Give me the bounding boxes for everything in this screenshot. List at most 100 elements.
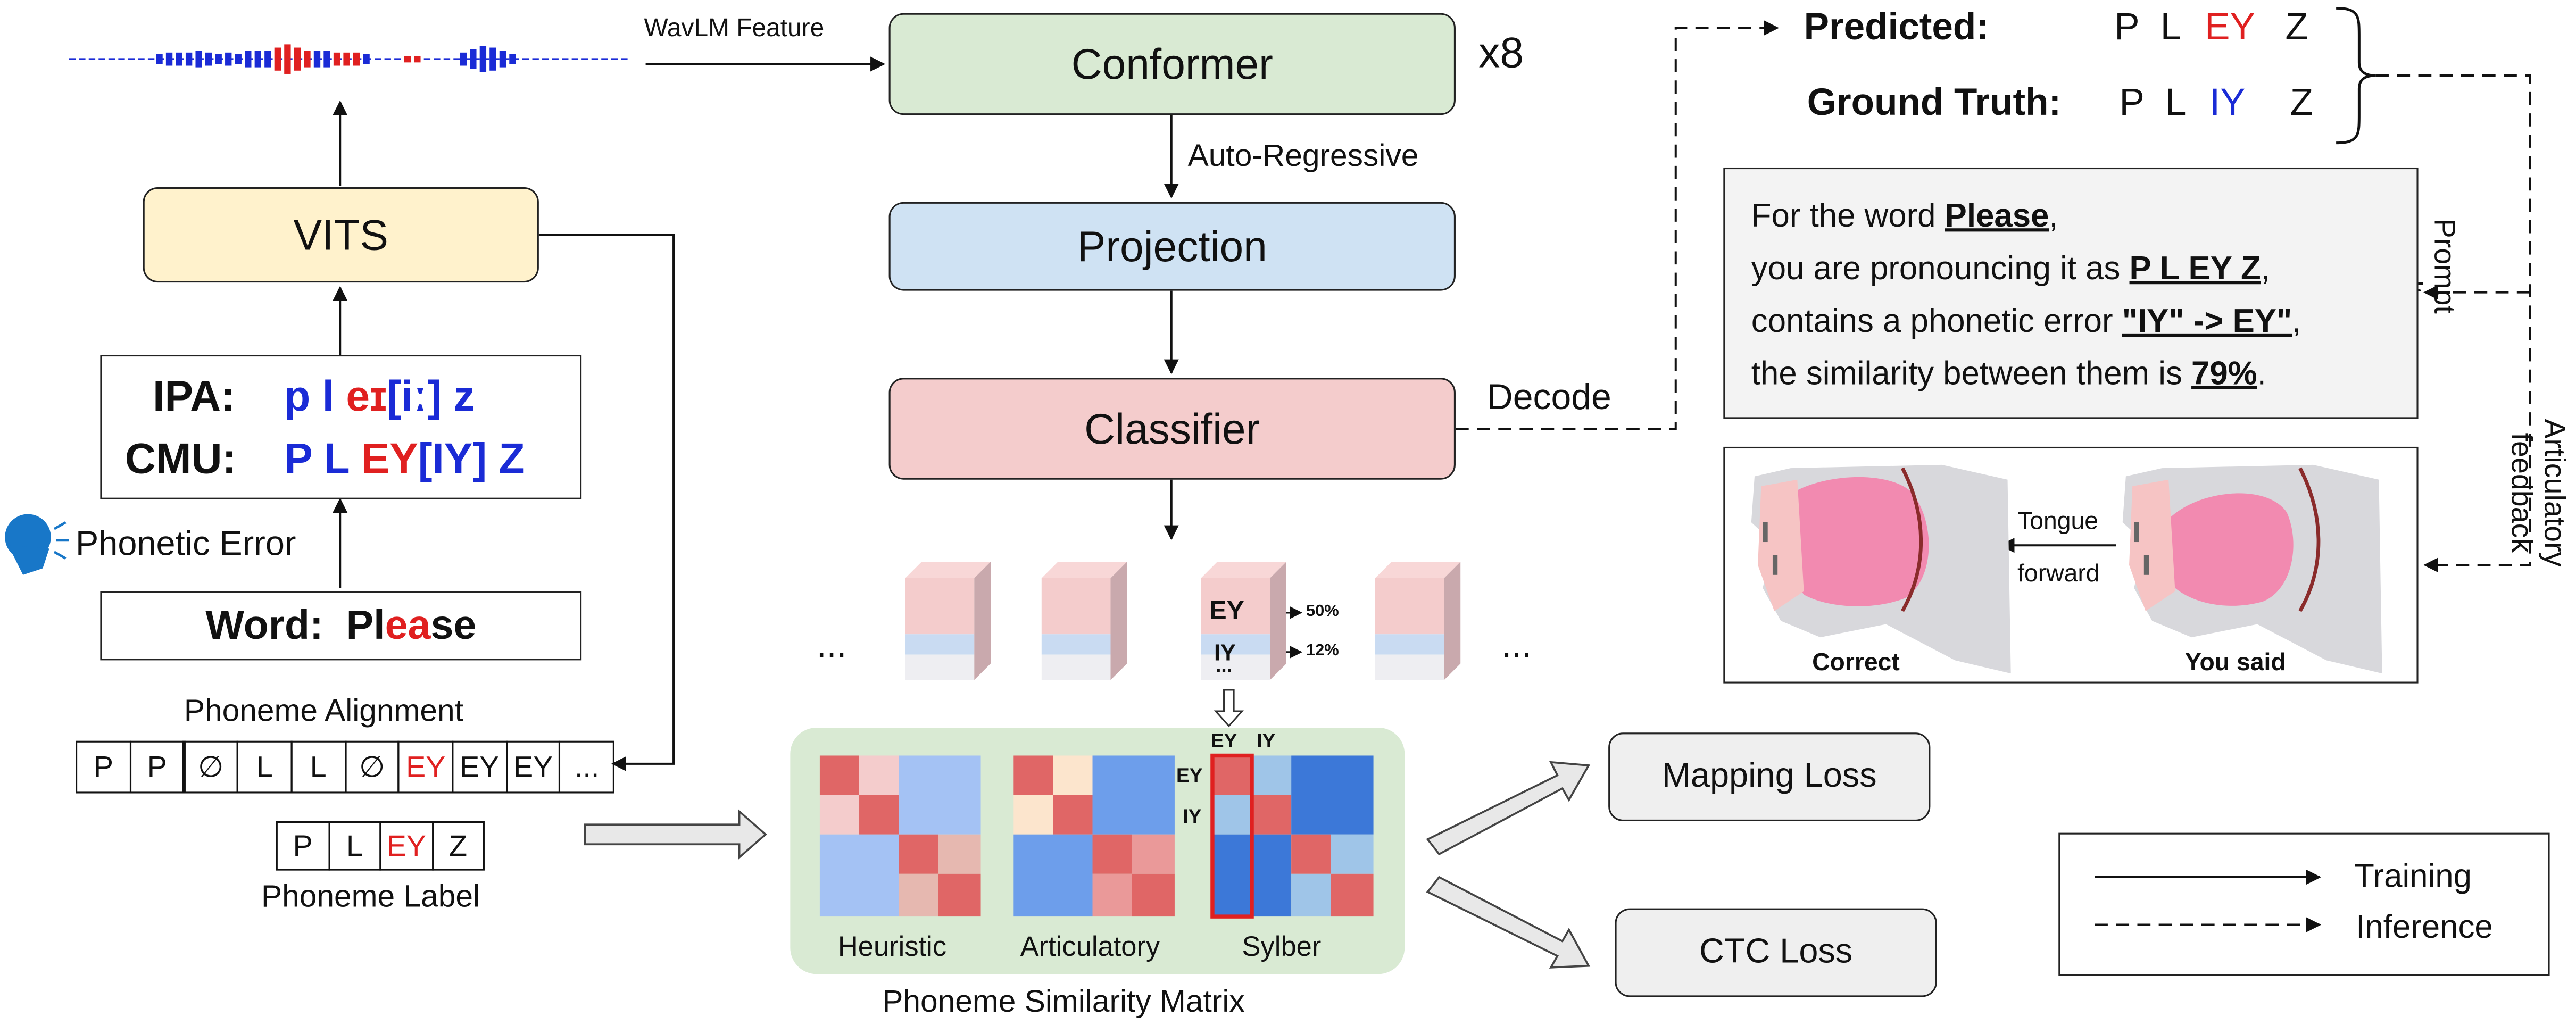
articulatory-feedback-line1: Articulatory	[2538, 419, 2571, 567]
similarity-matrix-title: Phoneme Similarity Matrix	[882, 985, 1245, 1020]
predicted-phone: P	[2114, 5, 2140, 48]
waveform-bar	[284, 44, 291, 74]
phonetic-error-label: Phonetic Error	[76, 526, 296, 564]
waveform-bar	[304, 51, 311, 68]
waveform-graphic	[69, 44, 628, 74]
matrix-cell	[1013, 795, 1053, 835]
alignment-cell: L	[290, 740, 346, 794]
waveform-bar	[479, 46, 487, 72]
prompt-line-4: the similarity between them is 79%.	[1751, 348, 2417, 401]
prompt-word: Please	[1945, 198, 2049, 235]
alignment-cell: ∅	[182, 740, 239, 794]
phoneme-alignment-title: Phoneme Alignment	[184, 695, 464, 730]
prompt-line-4-punct: .	[2257, 356, 2266, 393]
stack-iy-prob: 12%	[1306, 642, 1339, 661]
matrix-cell	[1331, 873, 1374, 917]
prompt-line-3-punct: ,	[2292, 304, 2301, 340]
word-label: Word:	[205, 602, 323, 648]
matrix-cell	[819, 795, 860, 835]
cmu-phone-l: L	[323, 434, 350, 483]
waveform-bar	[176, 52, 182, 66]
waveform-bar	[225, 52, 232, 66]
articulatory-feedback-box	[1723, 446, 2419, 684]
probability-stack	[905, 562, 991, 680]
waveform-bar	[165, 52, 173, 66]
you-said-label: You said	[2185, 648, 2286, 677]
matrix-cell	[1132, 834, 1175, 874]
wavlm-feature-label: WavLM Feature	[644, 14, 825, 43]
matrix-cell	[1212, 795, 1252, 835]
waveform-bar	[195, 51, 202, 68]
vits-block: VITS	[143, 187, 539, 283]
matrix-col-iy: IY	[1257, 729, 1276, 753]
waveform-bar	[185, 52, 193, 66]
ipa-phone-l: l	[322, 371, 334, 421]
waveform-bar	[294, 47, 301, 71]
matrix-cell	[819, 834, 899, 917]
legend-training-label: Training	[2354, 859, 2472, 895]
matrix-cell	[899, 873, 938, 917]
conformer-block: Conformer	[888, 13, 1456, 115]
phoneme-label-title: Phoneme Label	[261, 880, 480, 915]
prompt-text-box: For the word Please, you are pronouncing…	[1723, 167, 2419, 419]
prompt-line-2-text: you are pronouncing it as	[1751, 251, 2130, 288]
matrix-cell	[938, 873, 981, 917]
prompt-line-3-text: contains a phonetic error	[1751, 304, 2122, 340]
alignment-cell: EY	[397, 740, 454, 794]
tongue-arrow-label-top: Tongue	[2017, 507, 2099, 536]
ipa-phone-p: p	[284, 371, 311, 421]
probability-stack	[1041, 562, 1127, 680]
cmu-phone-z: Z	[498, 434, 525, 483]
matrix-col-ey: EY	[1210, 729, 1237, 753]
predicted-phone: EY	[2205, 5, 2255, 48]
prompt-line-2: you are pronouncing it as P L EY Z,	[1751, 243, 2417, 296]
matrix-heuristic-label: Heuristic	[837, 931, 947, 963]
cmu-row: CMU:P L EY[IY] Z	[125, 427, 525, 489]
auto-regressive-label: Auto-Regressive	[1187, 139, 1419, 174]
ground-truth-phone: IY	[2209, 80, 2246, 123]
matrix-cell	[1092, 873, 1132, 917]
prompt-error-pair: "IY" -> EY"	[2122, 304, 2292, 340]
label-cell: P	[276, 821, 330, 871]
prompt-line-1-text: For the word	[1751, 198, 1945, 235]
ground-truth-label: Ground Truth:	[1807, 80, 2062, 123]
waveform-bar	[460, 52, 467, 66]
ipa-error-phone: eɪ	[346, 371, 387, 421]
prompt-line-4-text: the similarity between them is	[1751, 356, 2192, 393]
stack-ellipsis-right: ...	[1501, 624, 1532, 665]
ipa-phone-z: z	[453, 371, 475, 421]
word-prefix: Pl	[346, 602, 385, 648]
matrix-cell	[1092, 755, 1175, 835]
alignment-cell: ...	[559, 740, 615, 794]
matrix-cell	[1013, 834, 1093, 917]
ctc-loss-box: CTC Loss	[1615, 908, 1937, 997]
matrix-cell	[859, 755, 899, 795]
word-error-letters: ea	[385, 602, 431, 648]
matrix-cell	[819, 755, 860, 795]
matrix-cell	[859, 795, 899, 835]
stack-ey-label: EY	[1209, 598, 1244, 626]
label-cell: Z	[431, 821, 485, 871]
stack-ey-prob: 50%	[1306, 603, 1339, 621]
waveform-bar	[470, 49, 477, 69]
alignment-cell: P	[129, 740, 185, 794]
alignment-cell: ∅	[344, 740, 400, 794]
ipa-correct-phone: [iː]	[387, 371, 442, 421]
waveform-bar	[254, 51, 261, 68]
waveform-bar	[414, 55, 421, 63]
waveform-bar	[353, 52, 360, 66]
cmu-phone-p: P	[284, 434, 312, 483]
ipa-label: IPA:	[153, 371, 235, 421]
prompt-line-1: For the word Please,	[1751, 190, 2417, 243]
matrix-cell	[1291, 873, 1331, 917]
mapping-loss-box: Mapping Loss	[1608, 732, 1931, 821]
ground-truth-phone: L	[2165, 80, 2187, 123]
waveform-bar	[323, 51, 330, 68]
matrix-cell	[1212, 755, 1252, 795]
waveform-bar	[499, 51, 506, 68]
matrix-row-ey: EY	[1176, 763, 1203, 787]
matrix-sylber-label: Sylber	[1242, 931, 1322, 963]
